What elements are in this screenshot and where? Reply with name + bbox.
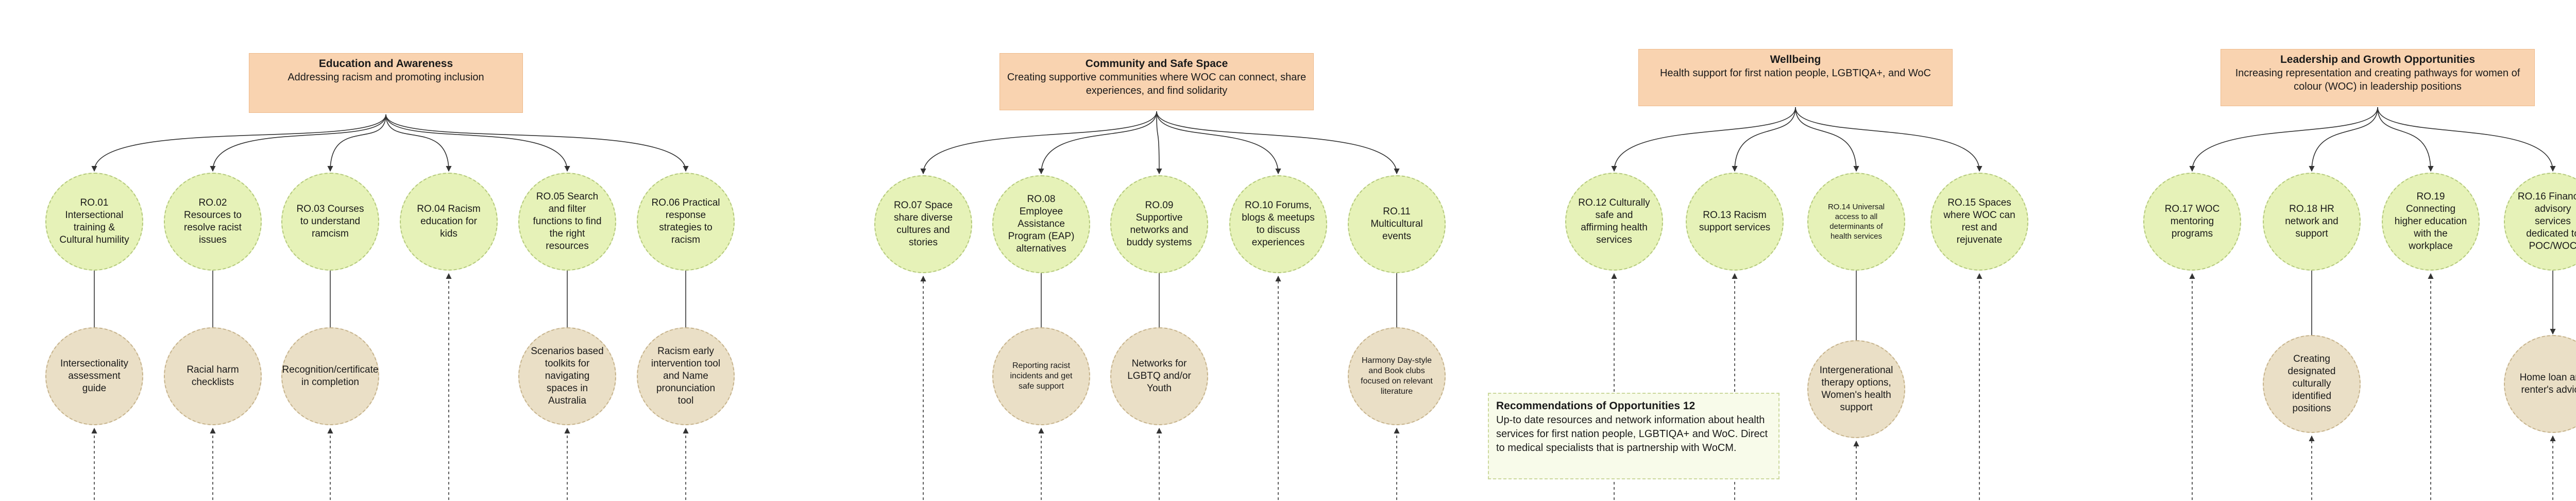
hub-connector-3-2 [2377,107,2434,172]
header-subtitle: Health support for first nation people, … [1659,68,1931,79]
output-recognition-certificate: Recognition/certificate in completion [281,327,379,425]
header-community: Community and Safe Space Creating suppor… [999,53,1314,110]
hub-connector-1-1 [1038,111,1157,175]
objective-ro03: RO.03 Courses to understand ramcism [281,173,379,271]
output-reporting-incidents: Reporting racist incidents and get safe … [992,327,1090,425]
objective-ro10: RO.10 Forums, blogs & meetups to discuss… [1229,175,1327,273]
objective-ro16: RO.16 Financial advisory services dedica… [2504,173,2576,271]
output-intergenerational-therapy: Intergenerational therapy options, Women… [1807,340,1905,438]
objective-ro11: RO.11 Multicultural events [1348,175,1446,273]
output-home-loan-advice: Home loan and renter's advice [2504,335,2576,433]
hub-connector-0-2 [327,114,386,172]
objective-ro08: RO.08 Employee Assistance Program (EAP) … [992,175,1090,273]
output-designated-positions: Creating designated culturally identifie… [2263,335,2361,433]
hub-connector-3-3 [2377,107,2556,172]
objective-ro15: RO.15 Spaces where WOC can rest and reju… [1930,173,2028,271]
recommendations-note: Recommendations of Opportunities 12 Up-t… [1488,393,1780,479]
objective-ro13: RO.13 Racism support services [1686,173,1784,271]
objective-ro18: RO.18 HR network and support [2263,173,2361,271]
objective-ro17: RO.17 WOC mentoring programs [2143,173,2241,271]
hub-connector-0-5 [385,114,689,172]
header-wellbeing: Wellbeing Health support for first natio… [1638,49,1953,106]
objective-ro01: RO.01 Intersectional training & Cultural… [45,173,143,271]
output-harmony-day-book-clubs: Harmony Day-style and Book clubs focused… [1348,327,1446,425]
header-subtitle: Addressing racism and promoting inclusio… [287,72,484,83]
objective-ro06: RO.06 Practical response strategies to r… [637,173,735,271]
output-intersectionality-guide: Intersectionality assessment guide [45,327,143,425]
header-title: Leadership and Growth Opportunities [2280,54,2476,65]
output-scenario-toolkits: Scenarios based toolkits for navigating … [518,327,616,425]
note-body: Up-to date resources and network informa… [1496,414,1768,454]
hub-connector-3-0 [2189,107,2378,172]
output-lgbtq-networks: Networks for LGBTQ and/or Youth [1110,327,1208,425]
objective-ro04: RO.04 Racism education for kids [400,173,498,271]
header-leadership: Leadership and Growth Opportunities Incr… [2221,49,2535,106]
hub-connector-1-3 [1156,111,1281,175]
objective-ro05: RO.05 Search and filter functions to fin… [518,173,616,271]
hub-connector-0-1 [210,114,386,172]
objective-ro07: RO.07 Space share diverse cultures and s… [874,175,972,273]
output-racial-harm-checklists: Racial harm checklists [164,327,262,425]
hub-connector-0-4 [385,114,570,172]
objective-ro14: RO.14 Universal access to all determinan… [1807,173,1905,271]
header-subtitle: Creating supportive communities where WO… [1007,72,1307,96]
header-subtitle: Increasing representation and creating p… [2235,68,2520,92]
hub-connector-2-2 [1795,107,1859,172]
hub-connector-3-1 [2309,107,2378,172]
objective-ro12: RO.12 Culturally safe and affirming heal… [1565,173,1663,271]
output-early-intervention-tool: Racism early intervention tool and Name … [637,327,735,425]
hub-connector-2-1 [1732,107,1796,172]
objective-ro02: RO.02 Resources to resolve racist issues [164,173,262,271]
hub-connector-0-3 [385,114,452,172]
hub-connector-1-2 [1156,111,1162,175]
header-title: Wellbeing [1770,54,1821,65]
objective-ro19: RO.19 Connecting higher education with t… [2382,173,2480,271]
hub-connector-2-3 [1795,107,1982,172]
objective-ro09: RO.09 Supportive networks and buddy syst… [1110,175,1208,273]
hub-connector-1-0 [920,111,1157,175]
note-title: Recommendations of Opportunities 12 [1496,400,1696,412]
header-title: Education and Awareness [318,58,453,70]
hub-connector-1-4 [1156,111,1400,175]
hub-connector-0-0 [91,114,386,172]
hub-connector-2-0 [1611,107,1796,172]
header-title: Community and Safe Space [1085,58,1228,70]
header-education: Education and Awareness Addressing racis… [249,53,523,113]
